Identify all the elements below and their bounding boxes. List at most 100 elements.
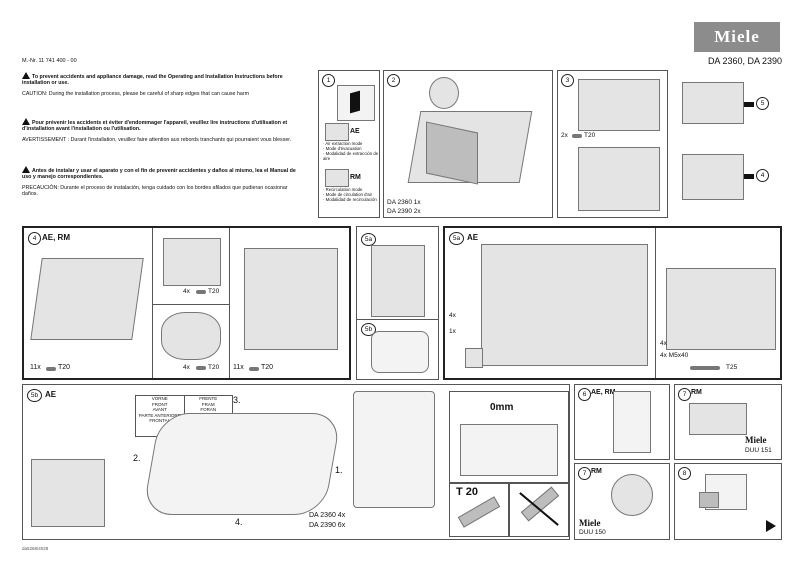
- bolt-qty: 4x M5x40: [660, 352, 689, 359]
- step-6-title: AE, RM: [591, 389, 616, 396]
- ref-step-4: 4: [756, 169, 769, 182]
- warning-icon: [22, 118, 30, 125]
- bolt-tool: T25: [726, 364, 738, 371]
- step-6-panel: 6 AE, RM: [574, 384, 670, 460]
- step-number: 7: [578, 467, 591, 480]
- filter-kit-illustration: [689, 403, 747, 435]
- step-number: 5a: [449, 232, 464, 245]
- step-3-panel: 3 2x T20: [557, 70, 668, 218]
- document-number: M.-Nr. 11 741 400 - 00: [22, 58, 77, 64]
- power-drill-icon: [520, 486, 560, 522]
- tool-label: T 20: [456, 486, 479, 498]
- no-power-drill-box: [509, 483, 569, 537]
- round-filter-illustration: [611, 474, 653, 516]
- screw-qty-2360: DA 2360 4x: [309, 512, 346, 519]
- step-5b-title: AE: [45, 390, 57, 399]
- tool-a: T20: [58, 364, 71, 371]
- step-number: 2: [387, 74, 400, 87]
- tool-b: T20: [208, 288, 220, 295]
- step-label-3: 3.: [233, 395, 241, 405]
- warning-icon: [22, 166, 30, 173]
- accessory-model: DUU 151: [745, 447, 772, 454]
- next-page-icon: [766, 520, 776, 532]
- step-4-detail-top: 4x T20: [152, 228, 229, 305]
- step-8-panel: 8: [674, 463, 782, 540]
- screw-icon: [196, 366, 206, 370]
- warning-icon: [22, 72, 30, 79]
- warning-fr: Pour prévenir les accidents et éviter d'…: [22, 118, 302, 143]
- step-1-panel: 1 AE · Air extraction mode · Mode d'évac…: [318, 70, 380, 218]
- gap-illustration: [460, 424, 558, 476]
- arrow-icon: [744, 102, 754, 107]
- fastening-detail-illustration: [353, 391, 435, 508]
- ceiling-unit-illustration: [371, 331, 429, 373]
- tool-label: T20: [584, 132, 596, 139]
- info-icon: [350, 90, 360, 114]
- screwdriver-icon: [457, 496, 501, 528]
- manual-illustration: [337, 85, 375, 121]
- hood-cabinet-illustration: [481, 244, 648, 366]
- ceiling-mount-illustration: [666, 268, 776, 350]
- step-4-detail-right: 11x T20: [229, 228, 350, 378]
- step-number: 8: [678, 467, 691, 480]
- hood-inside-cabinet-illustration: [31, 459, 105, 527]
- tool-d: T20: [261, 364, 274, 371]
- ref-step-5: 5: [756, 97, 769, 110]
- gap-label: 0mm: [490, 402, 514, 413]
- plug-icon: [699, 492, 719, 508]
- grease-filter-illustration: [426, 121, 478, 185]
- miele-logo: Miele: [579, 518, 601, 528]
- warning-en-note: CAUTION: During the installation process…: [22, 90, 250, 97]
- step-number: 1: [322, 74, 335, 87]
- step-number: 6: [578, 388, 591, 401]
- screw-qty: 2x: [561, 132, 568, 139]
- bolt-icon: [690, 366, 720, 370]
- screws-qty-a: 11x: [30, 364, 41, 371]
- hood-ae-illustration: [682, 82, 744, 124]
- rm-label: RM: [350, 174, 361, 181]
- step-7b-title: RM: [591, 468, 602, 475]
- screw-qty-2390: DA 2390 6x: [309, 522, 346, 529]
- template-qty: 1x: [449, 328, 456, 335]
- warning-en-title: To prevent accidents and appliance damag…: [22, 74, 283, 87]
- screws-qty-d: 11x: [233, 364, 244, 371]
- mode-choice-panel: 5 4: [672, 70, 782, 218]
- warning-en: To prevent accidents and appliance damag…: [22, 72, 302, 97]
- hood-rm-illustration: [682, 154, 744, 200]
- warning-es: Antes de instalar y usar el aparato y co…: [22, 166, 302, 198]
- tool-box: T 20: [449, 483, 509, 537]
- step-4-detail-bottom: 4x T20: [152, 304, 229, 378]
- tool-c: T20: [208, 364, 220, 371]
- panel-mount-illustration: [244, 248, 338, 350]
- miele-logo: Miele: [694, 22, 780, 52]
- screws-qty-c: 4x: [183, 364, 190, 371]
- step-label-1: 1.: [335, 465, 343, 475]
- extraction-mode-illustration: [325, 123, 349, 141]
- step-5-narrow-panel: 5a 5b: [356, 226, 439, 380]
- detail-circle: [429, 77, 459, 109]
- duct-illustration: [163, 238, 221, 286]
- screw-icon: [196, 290, 206, 294]
- hood-panel-illustration: [30, 258, 144, 340]
- step-number: 7: [678, 388, 691, 401]
- warning-es-title: Antes de instalar y usar el aparato y co…: [22, 168, 296, 181]
- step-number: 3: [561, 74, 574, 87]
- bracket-qty: 4x: [449, 312, 456, 319]
- filter-qty-2390: DA 2390 2x: [387, 208, 421, 215]
- ae-description: · Air extraction mode · Mode d'évacuatio…: [323, 141, 379, 161]
- step-label-2: 2.: [133, 453, 141, 463]
- gap-detail-box: 0mm: [449, 391, 569, 483]
- miele-logo: Miele: [745, 435, 767, 445]
- step-4-panel: 4 AE, RM 11x T20 4x T20 4x T20 11x T20: [22, 226, 351, 380]
- filter-qty-2360: DA 2360 1x: [387, 199, 421, 206]
- screw-icon: [249, 367, 259, 371]
- recirculation-mode-illustration: [325, 169, 349, 187]
- screw-icon: [572, 134, 582, 138]
- washer-qty: 4x: [660, 340, 667, 347]
- step-7a-panel: 7 RM Miele DUU 151: [674, 384, 782, 460]
- duct-hose-illustration: [613, 391, 651, 453]
- step-4-title: AE, RM: [42, 233, 70, 242]
- model-numbers: DA 2360, DA 2390: [707, 56, 782, 66]
